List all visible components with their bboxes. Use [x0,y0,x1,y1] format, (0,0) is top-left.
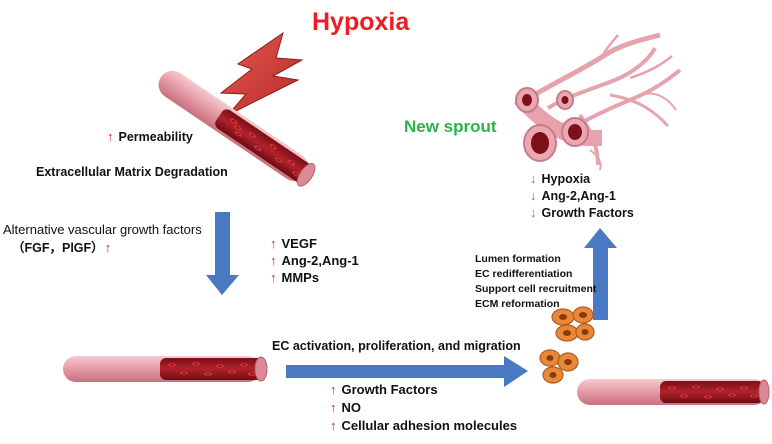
vessel-bottom-left [63,356,268,382]
maturation-step: Support cell recruitment [475,282,597,295]
maturation-step: Lumen formation [475,252,561,265]
downregulated-item: ↓Growth Factors [530,205,634,220]
vessel-bottom-right [577,379,770,405]
increase-arrow-icon: ↑ [330,399,337,415]
sprouting-vessels-illustration [514,32,682,171]
decrease-arrow-icon: ↓ [530,205,537,220]
ec-activation-label: EC activation, proliferation, and migrat… [272,339,521,353]
upregulated-list-bottom: ↑Growth Factors ↑NO ↑Cellular adhesion mol… [330,380,517,434]
maturation-step: ECM reformation [475,297,560,310]
upregulated-item: ↑MMPs [270,270,320,285]
downregulated-item: ↓Hypoxia [530,171,591,186]
maturation-step: EC redifferentiation [475,267,573,280]
upregulated-item: ↑VEGF [270,236,317,251]
downregulated-item: ↓Ang-2,Ang-1 [530,188,616,203]
arrow-down-icon [206,212,239,295]
upregulated-item: ↑NO [330,399,361,415]
arrow-up-icon [584,228,617,320]
upregulated-list-mid: ↑VEGF ↑Ang-2,Ang-1 ↑MMPs [270,235,359,286]
increase-arrow-icon: ↑ [107,129,114,144]
increase-arrow-icon: ↑ [330,381,337,397]
lightning-bolt-icon [219,31,304,116]
increase-arrow-icon: ↑ [270,253,277,268]
new-sprout-label: New sprout [404,117,497,136]
upregulated-item: ↑Growth Factors [330,381,438,397]
decrease-arrow-icon: ↓ [530,171,537,186]
decrease-arrow-icon: ↓ [530,188,537,203]
arrow-right-icon [286,356,528,387]
increase-arrow-icon: ↑ [270,270,277,285]
upregulated-item: ↑Ang-2,Ang-1 [270,253,359,268]
increase-arrow-icon: ↑ [330,417,337,433]
permeability-label: ↑Permeability [107,129,193,144]
endothelial-cells-cluster [539,306,595,384]
alt-factors-line1: Alternative vascular growth factors [3,222,202,237]
increase-arrow-icon: ↑ [270,236,277,251]
upregulated-item: ↑Cellular adhesion molecules [330,417,518,433]
alt-factors-line2: （FGF，PlGF）↑ [12,240,112,255]
downregulated-list: ↓Hypoxia ↓Ang-2,Ang-1 ↓Growth Factors [530,170,634,221]
diagram-title: Hypoxia [312,8,410,36]
vessel-top-diagonal [158,70,316,187]
ecm-degradation-label: Extracellular Matrix Degradation [36,165,228,179]
increase-arrow-icon: ↑ [104,240,112,255]
